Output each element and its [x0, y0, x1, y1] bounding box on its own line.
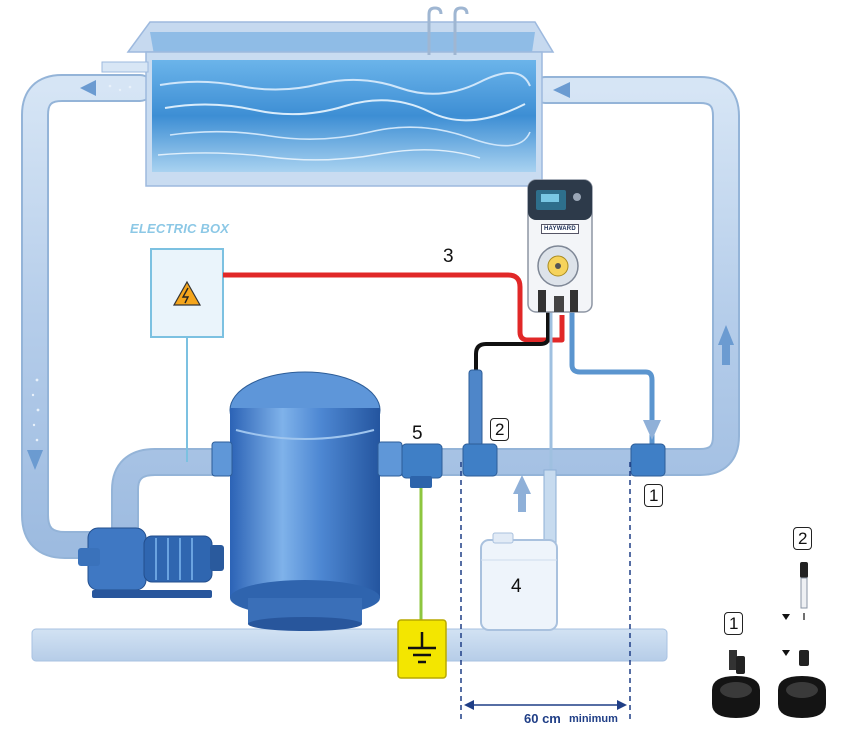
dosing-pump-icon — [527, 179, 593, 313]
legend-2: 2 — [793, 527, 813, 550]
injection-hose — [569, 312, 655, 450]
injection-valve-icon — [630, 443, 666, 477]
fitting-5 — [401, 443, 443, 488]
dimension-value: 60 cm — [524, 711, 561, 726]
callout-5: 5 — [412, 423, 423, 444]
electric-box-label: ELECTRIC BOX — [130, 221, 230, 236]
foot-valve-icon — [712, 650, 760, 718]
pump-motor-icon — [78, 527, 224, 598]
injection-arrow — [643, 420, 661, 440]
electric-box-icon — [150, 248, 224, 462]
callout-4: 4 — [511, 576, 522, 597]
high-voltage-icon — [172, 280, 202, 306]
dimension-lines — [460, 462, 631, 722]
dimension-note: minimum — [569, 713, 618, 725]
callout-3: 3 — [443, 246, 454, 267]
flow-arrow-icon — [513, 475, 531, 512]
floor-slab — [31, 628, 668, 662]
sand-filter-icon — [211, 371, 403, 631]
signal-cable — [474, 312, 550, 372]
injection-valve-legend-icon — [778, 562, 826, 718]
chemical-canister-icon — [480, 532, 558, 631]
return-dots — [31, 84, 132, 442]
legend-1: 1 — [724, 612, 744, 635]
pool-icon — [101, 6, 555, 187]
callout-2: 2 — [490, 418, 510, 441]
circulation-pipe — [21, 74, 740, 559]
power-cable — [223, 272, 565, 343]
probe-holder — [462, 369, 498, 477]
callout-1: 1 — [644, 484, 664, 507]
pump-brand-label: HAYWARD — [541, 224, 579, 234]
flow-arrow-icon — [27, 80, 734, 470]
ground-icon — [397, 619, 447, 679]
pool-ladder — [427, 6, 469, 55]
dimension-arrow — [464, 700, 627, 710]
